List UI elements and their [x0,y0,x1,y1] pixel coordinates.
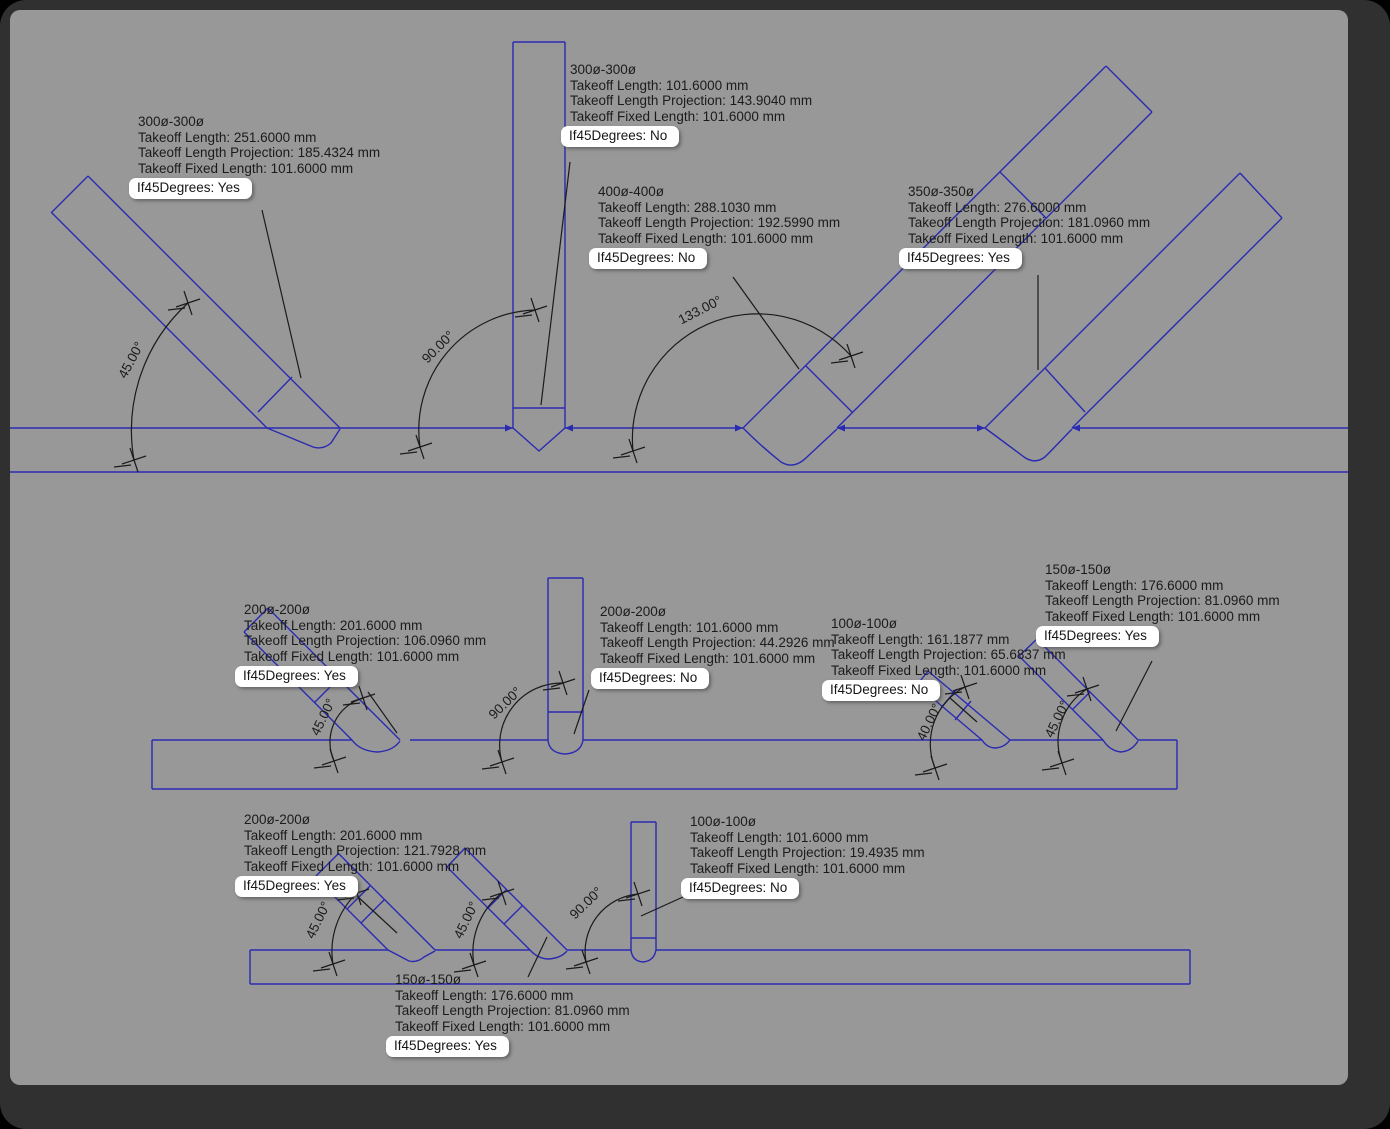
annotation-length: Takeoff Length: 101.6000 mm [690,829,869,845]
if45degrees-flag: If45Degrees: Yes [235,666,358,687]
annotation-length: Takeoff Length: 176.6000 mm [395,987,574,1003]
annotation-length: Takeoff Length: 176.6000 mm [1045,577,1224,593]
annotation-block-200-45-mid: 200ø-200ø Takeoff Length: 201.6000 mm Ta… [235,602,487,687]
annotation-projection: Takeoff Length Projection: 121.7928 mm [244,843,487,859]
branch-100-90-bot [630,821,657,963]
annotation-fixed: Takeoff Fixed Length: 101.6000 mm [244,648,460,664]
dim-arc-45-bot1 [331,892,358,965]
annotation-block-200-90-mid: 200ø-200ø Takeoff Length: 101.6000 mm Ta… [591,604,835,689]
if45degrees-flag: If45Degrees: Yes [899,248,1022,269]
annotation-fixed: Takeoff Fixed Length: 101.6000 mm [244,858,460,874]
pipe-geometry [10,41,1348,985]
annotation-fixed: Takeoff Fixed Length: 101.6000 mm [1045,608,1261,624]
annotation-title: 100ø-100ø [831,616,898,631]
annotation-title: 150ø-150ø [395,972,462,987]
annotation-fixed: Takeoff Fixed Length: 101.6000 mm [690,860,906,876]
annotation-projection: Takeoff Length Projection: 81.0960 mm [395,1003,630,1019]
annotation-fixed: Takeoff Fixed Length: 101.6000 mm [908,230,1124,246]
annotation-block-150-45-mid: 150ø-150ø Takeoff Length: 176.6000 mm Ta… [1036,562,1280,647]
annotation-block-150-45-bot: 150ø-150ø Takeoff Length: 176.6000 mm Ta… [386,972,630,1057]
branch-300-90 [512,41,566,452]
annotation-block-300-45: 300ø-300ø Takeoff Length: 251.6000 mm Ta… [129,114,381,199]
leader-lines [261,161,1153,978]
if45degrees-flag: If45Degrees: No [681,878,800,899]
annotation-length: Takeoff Length: 276.6000 mm [908,199,1087,215]
annotation-projection: Takeoff Length Projection: 65.6837 mm [831,647,1066,663]
annotation-length: Takeoff Length: 161.1877 mm [831,631,1010,647]
header-pipe-top [10,427,1348,473]
annotation-block-100-40-mid: 100ø-100ø Takeoff Length: 161.1877 mm Ta… [822,616,1066,701]
annotation-projection: Takeoff Length Projection: 143.9040 mm [570,93,813,109]
dimension-geometry [113,161,1153,978]
annotation-length: Takeoff Length: 201.6000 mm [244,827,423,843]
annotation-title: 200ø-200ø [244,812,311,827]
annotation-title: 350ø-350ø [908,184,975,199]
dim-arc-45-top [130,302,189,461]
annotation-projection: Takeoff Length Projection: 44.2926 mm [600,635,835,651]
annotation-title: 200ø-200ø [600,604,667,619]
annotation-projection: Takeoff Length Projection: 19.4935 mm [690,845,925,861]
annotation-fixed: Takeoff Fixed Length: 101.6000 mm [600,650,816,666]
if45degrees-flag: If45Degrees: Yes [235,876,358,897]
dim-arc-90-mid [499,682,564,763]
annotation-block-350-45: 350ø-350ø Takeoff Length: 276.6000 mm Ta… [899,184,1151,269]
entry-arrowheads [505,424,1080,432]
if45degrees-flag: If45Degrees: No [561,126,680,147]
annotation-length: Takeoff Length: 101.6000 mm [600,619,779,635]
if45degrees-flag: If45Degrees: No [591,668,710,689]
annotation-projection: Takeoff Length Projection: 106.0960 mm [244,633,487,649]
annotation-title: 150ø-150ø [1045,562,1112,577]
branch-100-40-mid [916,670,1011,749]
annotation-projection: Takeoff Length Projection: 192.5990 mm [598,215,841,231]
annotation-block-200-45-bot: 200ø-200ø Takeoff Length: 201.6000 mm Ta… [235,812,487,897]
if45degrees-flag: If45Degrees: Yes [386,1036,509,1057]
dim-arc-90-top [418,309,536,448]
annotation-projection: Takeoff Length Projection: 185.4324 mm [138,145,381,161]
annotation-fixed: Takeoff Fixed Length: 101.6000 mm [570,108,786,124]
annotation-block-400-133: 400ø-400ø Takeoff Length: 288.1030 mm Ta… [589,184,841,269]
branch-350-45 [984,172,1283,462]
dim-arc-133-top [631,313,852,452]
annotation-projection: Takeoff Length Projection: 81.0960 mm [1045,593,1280,609]
branch-300-45 [50,175,341,449]
annotation-length: Takeoff Length: 101.6000 mm [570,77,749,93]
annotation-length: Takeoff Length: 288.1030 mm [598,199,777,215]
if45degrees-flag: If45Degrees: No [589,248,708,269]
annotation-title: 200ø-200ø [244,602,311,617]
annotation-length: Takeoff Length: 201.6000 mm [244,617,423,633]
branch-200-90-mid [547,577,584,755]
annotation-title: 300ø-300ø [570,62,637,77]
annotation-projection: Takeoff Length Projection: 181.0960 mm [908,215,1151,231]
annotation-title: 100ø-100ø [690,814,757,829]
dim-arc-90-bot [584,893,639,963]
if45degrees-flag: If45Degrees: Yes [1036,626,1159,647]
annotation-fixed: Takeoff Fixed Length: 101.6000 mm [138,160,354,176]
annotation-title: 400ø-400ø [598,184,665,199]
annotation-fixed: Takeoff Fixed Length: 101.6000 mm [598,230,814,246]
header-pipe-bottom [249,949,1191,985]
annotation-fixed: Takeoff Fixed Length: 101.6000 mm [395,1018,611,1034]
annotation-block-300-90: 300ø-300ø Takeoff Length: 101.6000 mm Ta… [561,62,813,147]
annotation-title: 300ø-300ø [138,114,205,129]
annotation-length: Takeoff Length: 251.6000 mm [138,129,317,145]
if45degrees-flag: If45Degrees: No [822,680,941,701]
if45degrees-flag: If45Degrees: Yes [129,178,252,199]
annotation-block-100-90-bot: 100ø-100ø Takeoff Length: 101.6000 mm Ta… [681,814,925,899]
annotation-fixed: Takeoff Fixed Length: 101.6000 mm [831,662,1047,678]
branch-150-45-bot [446,847,568,960]
branch-400-133 [742,65,1153,466]
header-pipe-middle [151,739,1178,790]
